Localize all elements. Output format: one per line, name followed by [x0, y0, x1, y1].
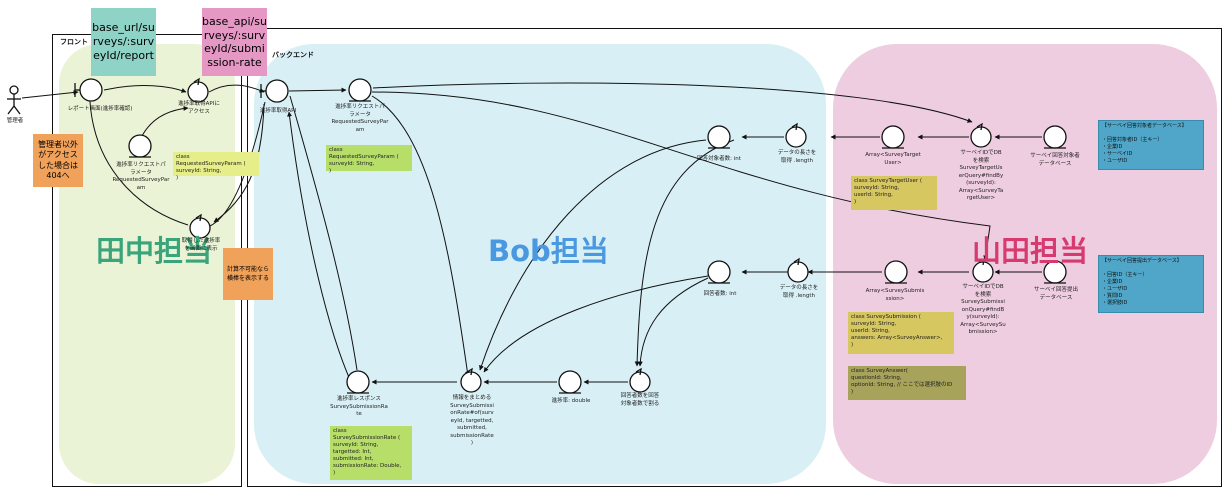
target-user-class-note: class SurveyTargetUser ( surveyId: Strin… [851, 176, 937, 210]
back-param-class-note: class RequestedSurveyParam ( surveyId: S… [326, 145, 412, 174]
submission-class-note: class SurveySubmission ( surveyId: Strin… [848, 312, 954, 354]
report-screen-label: レポート画面(進捗率確認) [67, 106, 133, 112]
response-label: 進捗率レスポンス SurveySubmissionRa te [330, 396, 388, 417]
bob-area [254, 44, 826, 484]
submission-api-sticky: base_api/su rveys/:surv eyId/submi ssion… [202, 8, 267, 76]
backend-title: バックエンド [272, 51, 314, 59]
display-rate-label: 取得した進捗率 を画面に表示 [181, 238, 221, 252]
call-api-label: 進捗率取得APIに アクセス [178, 101, 220, 115]
submitted-count-label: 回答者数: int [703, 291, 737, 297]
aggregate-label: 情報をまとめる SurveySubmissi onRate#of(surv ey… [450, 395, 494, 446]
submission-query-label: サーベイIDでDB を検索 SurveySubmissi onQuery#fin… [960, 284, 1006, 335]
rate-label: 進捗率: double [551, 398, 591, 404]
submitted-length-label: データの長さを 取得 .length [779, 285, 819, 299]
target-count-label: 回答対象者数: int [697, 156, 741, 162]
frontend-title: フロント [60, 38, 88, 46]
submission-db-table: 【サーベイ回答提出データベース】 ・回答ID（主キー） ・企業ID ・ユーザID… [1098, 255, 1204, 313]
front-param-class-note: class RequestedSurveyParam ( surveyId: S… [173, 152, 259, 181]
submission-array-label: Array<SurveySubmis ssion> [865, 288, 925, 302]
api-entry-label: 進捗率取得API [259, 108, 297, 114]
actor-label: 管理者 [6, 118, 24, 124]
frontend-area [59, 44, 235, 484]
tanaka-team-label: 田中担当 [96, 234, 213, 268]
target-db-label: サーベイ回答対象者 データベース [1030, 153, 1080, 167]
rate-class-note: class SurveySubmissionRate ( surveyId: S… [330, 426, 412, 480]
back-request-param-label: 進捗率リクエストパ ラメータ RequestedSurveyPar am [331, 104, 389, 133]
front-request-param-label: 進捗率リクエストパ ラメータ RequestedSurveyPar am [112, 162, 170, 191]
not-computable-sticky: 計算不可能なら 横棒を表示する [223, 248, 273, 300]
admin-warning-sticky: 管理者以外 がアクセス した場合は 404へ [33, 134, 83, 187]
target-length-label: データの長さを 取得 .length [777, 150, 817, 164]
target-db-table: 【サーベイ回答対象者データベース】 ・回答対象者ID（主キー） ・企業ID ・サ… [1098, 120, 1204, 170]
bob-team-label: Bob担当 [488, 234, 609, 268]
divide-label: 回答者数を回答 対象者数で割る [620, 393, 660, 407]
report-url-sticky: base_url/su rveys/:surv eyId/report [91, 8, 156, 76]
target-array-label: Array<SurveyTarget User> [865, 152, 921, 166]
yamada-team-label: 山田担当 [972, 234, 1089, 268]
submission-db-label: サーベイ回答提出 データベース [1033, 287, 1078, 301]
target-query-label: サーベイIDでDB を検索 SurveyTargetUs erQuery#fin… [958, 150, 1004, 201]
answer-class-note: class SurveyAnswer( questionId: String, … [848, 366, 966, 400]
